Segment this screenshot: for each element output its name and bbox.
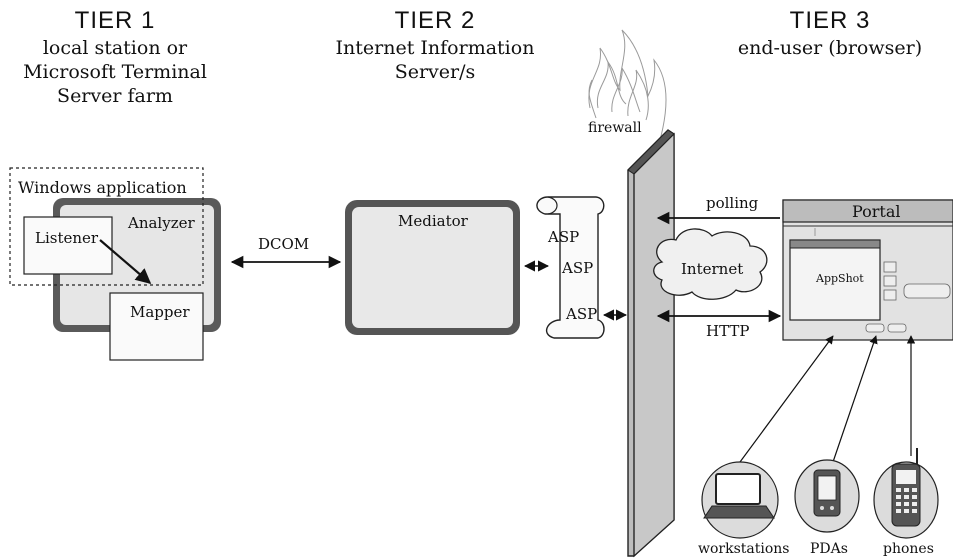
listener-mapper-arrow <box>99 239 152 285</box>
tier-2-header: TIER 2 Internet Information Server/s <box>320 6 550 84</box>
tier-1-desc-line-3: Server farm <box>57 85 173 107</box>
phones-label: phones <box>883 541 934 557</box>
tier-1-desc-line-1: local station or <box>42 37 188 59</box>
tier-1-title: TIER 1 <box>74 7 156 34</box>
workstation-arrow <box>739 335 834 463</box>
asp-scroll <box>536 196 605 339</box>
tier-3-desc-line-1: end-user (browser) <box>737 37 923 59</box>
dcom-label: DCOM <box>258 235 310 253</box>
tier-3-title: TIER 3 <box>789 7 871 34</box>
mediator-box <box>345 200 520 335</box>
internet-cloud <box>653 228 768 300</box>
asp-label-2: ASP <box>562 259 594 277</box>
mapper-label: Mapper <box>130 303 190 321</box>
tier-1-desc-line-2: Microsoft Terminal <box>23 61 207 83</box>
pdas-label: PDAs <box>810 541 848 557</box>
tier-3-header: TIER 3 end-user (browser) <box>725 6 935 60</box>
pda-arrow <box>832 335 878 463</box>
asp-label-3: ASP <box>566 305 598 323</box>
firewall-label: firewall <box>588 120 642 136</box>
fire-graphic <box>588 29 667 141</box>
windows-application-frame <box>9 167 204 286</box>
laptop-icon <box>701 461 779 539</box>
tier-2-desc-line-2: Server/s <box>394 61 476 83</box>
firewall-wall <box>627 129 675 558</box>
workstations-label: workstations <box>698 541 790 557</box>
http-label: HTTP <box>706 322 750 340</box>
tier-2-desc-line-1: Internet Information <box>335 37 535 59</box>
internet-label: Internet <box>681 260 744 278</box>
pda-icon <box>794 459 860 533</box>
mapper-box <box>109 292 204 361</box>
windows-application-label: Windows application <box>18 178 187 197</box>
asp-label-1: ASP <box>548 228 580 246</box>
polling-label: polling <box>706 194 759 212</box>
listener-box <box>23 216 113 275</box>
mediator-label: Mediator <box>398 212 468 230</box>
listener-label: Listener <box>35 229 99 247</box>
tier-1-header: TIER 1 local station or Microsoft Termin… <box>10 6 220 108</box>
analyzer-label: Analyzer <box>128 214 195 232</box>
appshot-label: AppShot <box>816 272 864 285</box>
portal-window <box>782 199 953 341</box>
phone-icon <box>873 448 939 539</box>
tier-2-title: TIER 2 <box>394 7 476 34</box>
portal-label: Portal <box>852 202 901 221</box>
